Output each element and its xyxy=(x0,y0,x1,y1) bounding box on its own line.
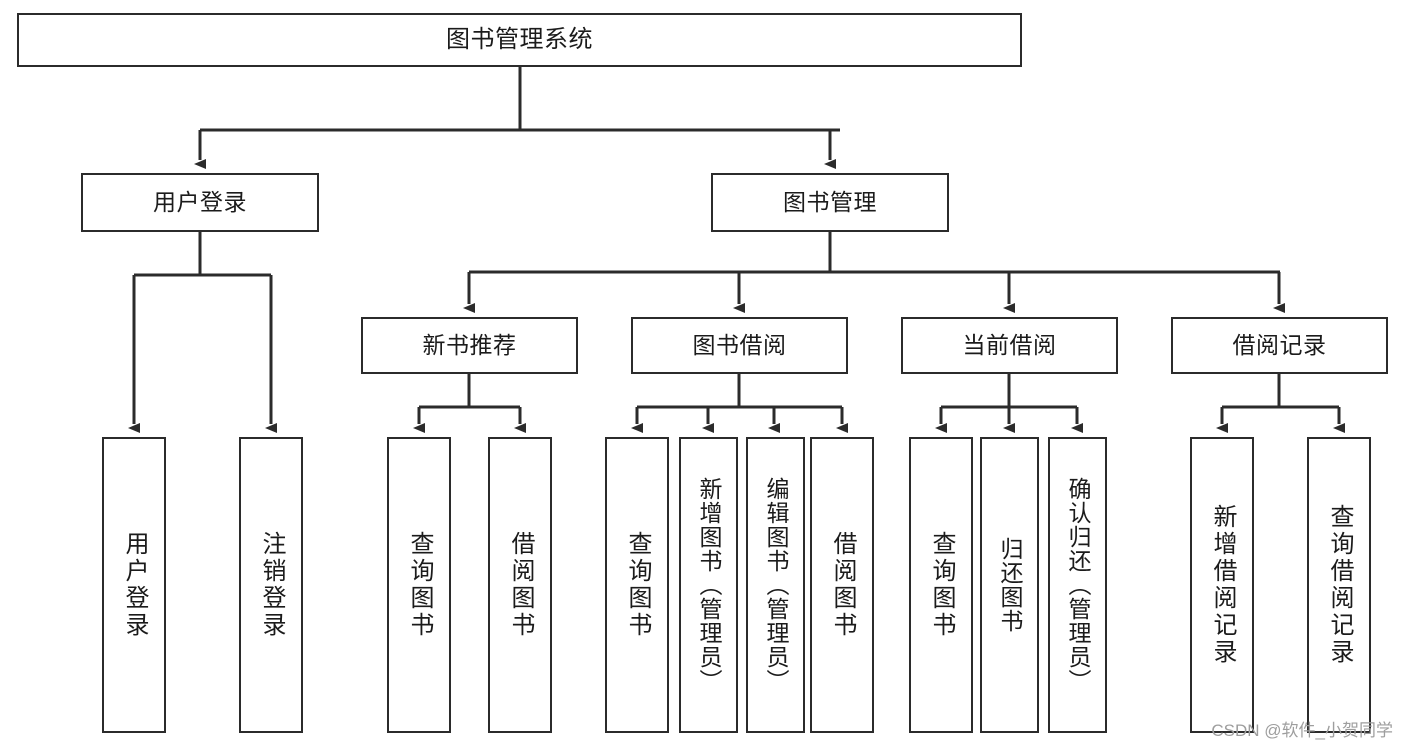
node-leaf-query-record-label: 查询借阅记录 xyxy=(1326,504,1353,666)
node-leaf-add-record-label: 新增借阅记录 xyxy=(1209,504,1236,666)
node-leaf-query-book-1[interactable]: 查询图书 xyxy=(387,437,451,733)
node-current-borrow-label: 当前借阅 xyxy=(962,331,1057,358)
node-book-manage-label: 图书管理 xyxy=(783,188,877,215)
node-borrow-record-label: 借阅记录 xyxy=(1232,331,1327,358)
node-leaf-borrow-book-1[interactable]: 借阅图书 xyxy=(488,437,552,733)
node-leaf-confirm-return[interactable]: 确认归还（管理员） xyxy=(1048,437,1107,733)
node-leaf-borrow-book-2-label: 借阅图书 xyxy=(829,531,856,639)
node-leaf-borrow-book-1-label: 借阅图书 xyxy=(507,531,534,639)
node-leaf-user-login-label: 用户登录 xyxy=(121,531,148,639)
node-leaf-query-book-2-label: 查询图书 xyxy=(624,531,651,639)
node-leaf-return-book[interactable]: 归还图书 xyxy=(980,437,1039,733)
node-leaf-confirm-return-label: 确认归还（管理员） xyxy=(1065,477,1091,693)
node-user-login[interactable]: 用户登录 xyxy=(81,173,319,232)
node-leaf-add-record[interactable]: 新增借阅记录 xyxy=(1190,437,1254,733)
node-leaf-add-book-label: 新增图书（管理员） xyxy=(696,477,722,693)
node-leaf-add-book[interactable]: 新增图书（管理员） xyxy=(679,437,738,733)
node-book-borrow-label: 图书借阅 xyxy=(692,331,787,358)
node-leaf-return-book-label: 归还图书 xyxy=(997,537,1023,633)
node-leaf-edit-book[interactable]: 编辑图书（管理员） xyxy=(746,437,805,733)
node-leaf-borrow-book-2[interactable]: 借阅图书 xyxy=(810,437,874,733)
node-leaf-query-book-3-label: 查询图书 xyxy=(928,531,955,639)
node-book-manage[interactable]: 图书管理 xyxy=(711,173,949,232)
node-root[interactable]: 图书管理系统 xyxy=(17,13,1022,67)
node-leaf-edit-book-label: 编辑图书（管理员） xyxy=(763,477,789,693)
node-leaf-query-book-1-label: 查询图书 xyxy=(406,531,433,639)
node-leaf-user-logout-label: 注销登录 xyxy=(258,531,285,639)
node-book-borrow[interactable]: 图书借阅 xyxy=(631,317,848,374)
node-user-login-label: 用户登录 xyxy=(153,188,247,215)
node-leaf-query-book-3[interactable]: 查询图书 xyxy=(909,437,973,733)
node-leaf-user-login[interactable]: 用户登录 xyxy=(102,437,166,733)
node-new-book-recommend-label: 新书推荐 xyxy=(422,331,517,358)
node-leaf-query-book-2[interactable]: 查询图书 xyxy=(605,437,669,733)
node-new-book-recommend[interactable]: 新书推荐 xyxy=(361,317,578,374)
node-borrow-record[interactable]: 借阅记录 xyxy=(1171,317,1388,374)
node-leaf-query-record[interactable]: 查询借阅记录 xyxy=(1307,437,1371,733)
node-leaf-user-logout[interactable]: 注销登录 xyxy=(239,437,303,733)
node-current-borrow[interactable]: 当前借阅 xyxy=(901,317,1118,374)
watermark: CSDN @软件_小贺同学 xyxy=(1211,721,1393,740)
node-root-label: 图书管理系统 xyxy=(446,25,593,53)
